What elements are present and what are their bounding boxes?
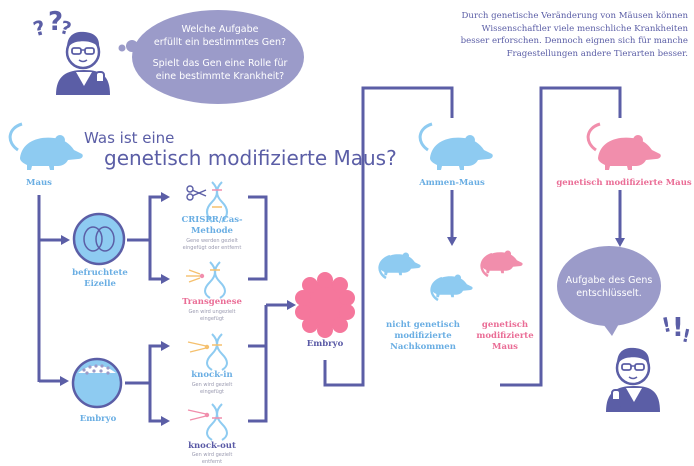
label-eizelle-2: Eizelle <box>84 279 116 289</box>
sub-crispr-1: Gene werden gezielt <box>186 238 238 244</box>
intro-line-4: Fragestellungen andere Tierarten besser. <box>506 48 688 59</box>
dna-knockin-icon <box>187 333 228 371</box>
arrow-head <box>447 237 457 246</box>
arrow-head <box>161 274 170 284</box>
mouse-offspring-1-icon <box>378 252 421 280</box>
label-gm-maus-2: modifizierte <box>476 331 534 341</box>
arrow-head <box>161 416 170 426</box>
label-gm-maus: genetisch modifizierte Maus <box>470 320 540 353</box>
label-eizelle: befruchtete Eizelle <box>64 268 136 290</box>
arrow-head <box>287 300 296 310</box>
scientist-top-icon: ? ? ? <box>31 7 110 95</box>
intro-line-1: Durch genetische Veränderung von Mäusen … <box>461 11 688 21</box>
sub-transgenese-1: Gen wird ungezielt <box>188 309 236 315</box>
sub-knockout-2: entfernt <box>201 458 223 465</box>
intro-text: Durch genetische Veränderung von Mäusen … <box>440 10 688 60</box>
mouse-offspring-gm-icon <box>480 250 523 278</box>
svg-text:!: ! <box>672 313 684 343</box>
speech-bubble-bottom <box>557 246 661 336</box>
dna-knockout-icon <box>187 403 228 441</box>
embryo-left-icon <box>71 357 123 409</box>
label-eizelle-1: befruchtete <box>72 268 128 278</box>
arrow-head <box>61 235 70 245</box>
label-nicht-gm: nicht genetisch modifizierte Nachkommen <box>380 320 466 353</box>
arrow-head <box>60 376 69 386</box>
sub-knockin-1: Gen wird gezielt <box>191 382 233 388</box>
label-crispr-1: CRISPR/Cas- <box>181 215 243 225</box>
label-embryo-mid: Embryo <box>306 339 344 349</box>
label-ammen-maus: Ammen-Maus <box>419 178 485 188</box>
sub-transgenese: Gen wird ungezielt eingefügt <box>170 309 254 322</box>
flow-line-middle <box>323 86 622 387</box>
label-nicht-gm-1: nicht genetisch <box>386 320 460 330</box>
answer-bubble-text: Aufgabe des Gens entschlüsselt. <box>562 274 656 300</box>
label-gm-maus-3: Maus <box>492 342 518 352</box>
speech-bubble-top <box>118 10 304 104</box>
answer-line-1: Aufgabe des Gens <box>565 275 653 286</box>
fertilized-egg-icon <box>72 212 126 266</box>
label-knockout: knock-out <box>188 441 236 451</box>
flow-bracket-embryo <box>248 195 288 423</box>
scientist-bottom-icon: ! ! ! <box>606 312 692 412</box>
sub-knockin-2: eingefügt <box>200 388 224 395</box>
svg-text:?: ? <box>48 7 63 37</box>
mouse-left-icon <box>8 122 83 170</box>
mouse-ammen-icon <box>418 122 493 170</box>
answer-line-2: entschlüsselt. <box>576 288 642 299</box>
intro-line-3: besser erforschen. Dennoch eignen sich f… <box>460 36 688 46</box>
intro-line-2: Wissenschaftler viele menschliche Krankh… <box>481 23 688 34</box>
label-gm-top: genetisch modifizierte Maus <box>556 178 692 188</box>
question-line-4: eine bestimmte Krankheit? <box>155 71 285 82</box>
flow-bracket-methods <box>125 195 162 423</box>
sub-knockin: Gen wird gezielt eingefügt <box>170 382 254 395</box>
page-title-line-2: genetisch modifizierte Maus? <box>104 146 397 170</box>
arrow-head <box>161 192 170 202</box>
label-knockin: knock-in <box>191 370 233 380</box>
dna-scissors-icon <box>186 181 228 223</box>
flow-line-left <box>37 195 62 383</box>
dna-transgenese-icon <box>186 261 226 299</box>
sub-crispr: Gene werden gezielt eingefügt oder entfe… <box>170 238 254 251</box>
question-line-3: Spielt das Gen eine Rolle für <box>152 58 288 69</box>
sub-knockout: Gen wird gezielt entfernt <box>170 452 254 465</box>
label-gm-maus-1: genetisch <box>481 320 529 330</box>
sub-transgenese-2: eingefügt <box>200 315 224 322</box>
label-transgenese: Transgenese <box>182 297 242 307</box>
arrow-head <box>161 341 170 351</box>
svg-text:?: ? <box>31 15 48 41</box>
mouse-gm-top-icon <box>586 122 661 170</box>
sub-crispr-2: eingefügt oder entfernt <box>182 244 242 251</box>
arrow-head <box>615 238 625 247</box>
page-title-line-1: Was ist eine <box>84 129 175 147</box>
question-bubble-text: Welche Aufgabe erfüllt ein bestimmtes Ge… <box>150 23 290 83</box>
embryo-pink-icon <box>295 272 355 338</box>
label-maus: Maus <box>26 178 52 188</box>
sub-knockout-1: Gen wird gezielt <box>191 452 233 458</box>
mouse-offspring-2-icon <box>430 274 473 302</box>
label-crispr: CRISPR/Cas- Methode <box>170 215 254 237</box>
label-crispr-2: Methode <box>191 226 233 236</box>
question-line-2: erfüllt ein bestimmtes Gen? <box>153 37 287 48</box>
label-nicht-gm-2: modifizierte <box>394 331 452 341</box>
label-nicht-gm-3: Nachkommen <box>390 342 456 352</box>
label-embryo-left: Embryo <box>79 414 117 424</box>
question-line-1: Welche Aufgabe <box>181 24 259 35</box>
